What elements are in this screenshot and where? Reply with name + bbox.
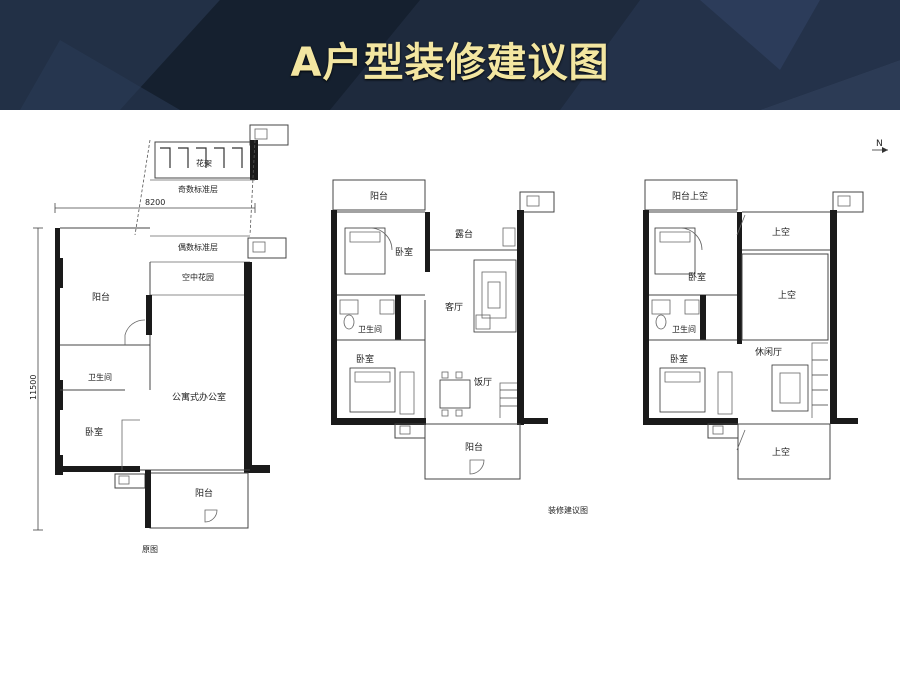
living-room-label: 客厅: [445, 301, 463, 313]
odd-floor-label: 奇数标准层: [178, 184, 218, 194]
bed-bottom-upper: [659, 367, 706, 413]
plan-middle: 阳台 卧室 露台 客厅 卫生间: [331, 179, 588, 515]
plan-original-caption: 原图: [142, 545, 158, 554]
bathroom-label: 卫生间: [88, 372, 112, 382]
void-2-label: 上空: [778, 289, 796, 301]
even-floor-label: 偶数标准层: [178, 242, 218, 252]
balcony-bottom-label: 阳台: [195, 487, 213, 499]
sky-garden-label: 空中花园: [182, 272, 214, 282]
void-3-label: 上空: [772, 446, 790, 458]
dining-label: 饭厅: [474, 376, 492, 388]
lounge-label: 休闲厅: [755, 346, 782, 358]
bedroom-top-label: 卧室: [395, 246, 413, 258]
bed-top: [344, 227, 386, 275]
sofa-set: [473, 259, 517, 333]
bedroom-bottom-upper-label: 卧室: [670, 353, 688, 365]
bedroom-top-upper-label: 卧室: [688, 271, 706, 283]
plan-right: N 阳台上空 上空 卧室 上空 卫生间 卧室 休闲厅: [643, 139, 888, 480]
dimension-side-label: 11500: [29, 375, 38, 400]
balcony-void-label: 阳台上空: [672, 190, 708, 202]
page-title: A户型装修建议图: [290, 40, 610, 86]
lounge-sofa: [771, 364, 809, 412]
plan-original: 8200 11500 花架 奇数标准层 偶数标准层 空中花园: [29, 124, 289, 554]
banner-background: [0, 0, 900, 110]
plan-middle-caption: 装修建议图: [548, 505, 588, 515]
dimension-top-label: 8200: [145, 198, 165, 207]
flower-rack-label: 花架: [196, 158, 212, 168]
balcony-bottom-label-mid: 阳台: [465, 441, 483, 453]
bedroom-label: 卧室: [85, 426, 103, 438]
title-banner: A户型装修建议图: [0, 0, 900, 110]
ac-unit-top: [249, 124, 289, 146]
bathroom-label-mid: 卫生间: [358, 324, 382, 334]
bed-bottom: [349, 367, 396, 413]
void-1-label: 上空: [772, 226, 790, 238]
dining-table: [439, 379, 471, 409]
bedroom-bottom-label: 卧室: [356, 353, 374, 365]
bed-top-upper: [654, 227, 696, 275]
balcony-left-label: 阳台: [92, 291, 110, 303]
office-label: 公寓式办公室: [172, 391, 226, 403]
compass-label: N: [876, 139, 883, 149]
balcony-top-label: 阳台: [370, 190, 388, 202]
terrace-label: 露台: [455, 228, 473, 240]
bathroom-upper-label: 卫生间: [672, 324, 696, 334]
